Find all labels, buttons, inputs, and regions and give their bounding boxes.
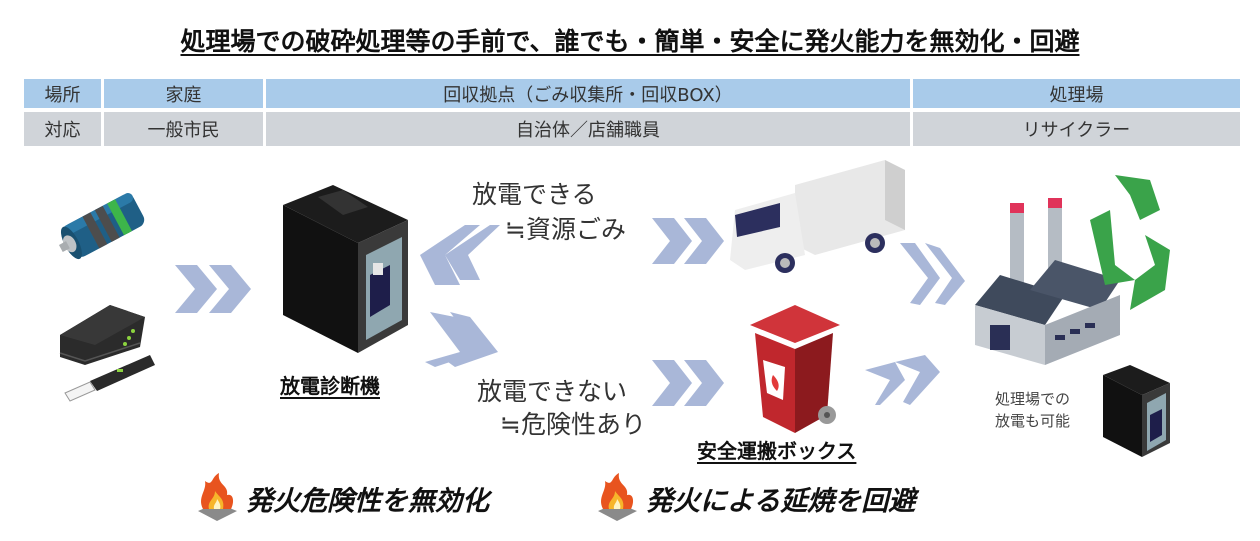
dischargeable-label: 放電できる [472, 180, 597, 209]
table-row-responder: 対応 一般市民 自治体／店舗職員 リサイクラー [24, 112, 1243, 146]
row-header: 場所 [24, 79, 101, 108]
safe-box-caption: 安全運搬ボックス [697, 439, 857, 463]
battery-icon [58, 193, 145, 260]
truck-icon [730, 160, 905, 273]
plant-note-line2: 放電も可能 [995, 412, 1071, 430]
fire-icon [198, 473, 237, 521]
not-dischargeable-label: 放電できない [477, 377, 628, 406]
row-header: 対応 [24, 112, 101, 146]
resource-waste-label: ≒資源ごみ [505, 215, 626, 244]
table-cell: リサイクラー [913, 112, 1240, 146]
chevron-arrow-icon [420, 312, 500, 371]
safe-transport-box-icon [750, 305, 840, 433]
table-cell: 家庭 [104, 79, 263, 108]
e-cigarette-device-icon [59, 305, 155, 402]
device-caption: 放電診断機 [280, 374, 380, 398]
table-cell: 処理場 [913, 79, 1240, 108]
discharge-diagnostic-device-small-icon [1103, 365, 1170, 457]
chevron-arrow-icon [652, 218, 727, 268]
recycle-icon [1090, 175, 1170, 310]
table-cell: 回収拠点（ごみ収集所・回収BOX） [266, 79, 910, 108]
table-cell: 自治体／店舗職員 [266, 112, 910, 146]
chevron-arrow-icon [865, 350, 945, 414]
chevron-arrow-icon [652, 360, 727, 410]
slogan-neutralize: 発火危険性を無効化 [246, 486, 489, 517]
hazard-label: ≒危険性あり [500, 410, 646, 439]
plant-note-line1: 処理場での [995, 390, 1071, 408]
page-title: 処理場での破砕処理等の手前で、誰でも・簡単・安全に発火能力を無効化・回避 [180, 27, 1080, 56]
fire-icon [598, 473, 637, 521]
factory-icon [975, 198, 1120, 365]
table-row-location: 場所 家庭 回収拠点（ごみ収集所・回収BOX） 処理場 [24, 79, 1243, 108]
chevron-arrow-icon [900, 243, 980, 312]
table-cell: 一般市民 [104, 112, 263, 146]
slogan-avoid-spread: 発火による延焼を回避 [646, 486, 916, 517]
chevron-arrow-icon [420, 225, 500, 289]
discharge-diagnostic-device-icon [283, 185, 408, 353]
chevron-arrow-icon [175, 265, 255, 317]
